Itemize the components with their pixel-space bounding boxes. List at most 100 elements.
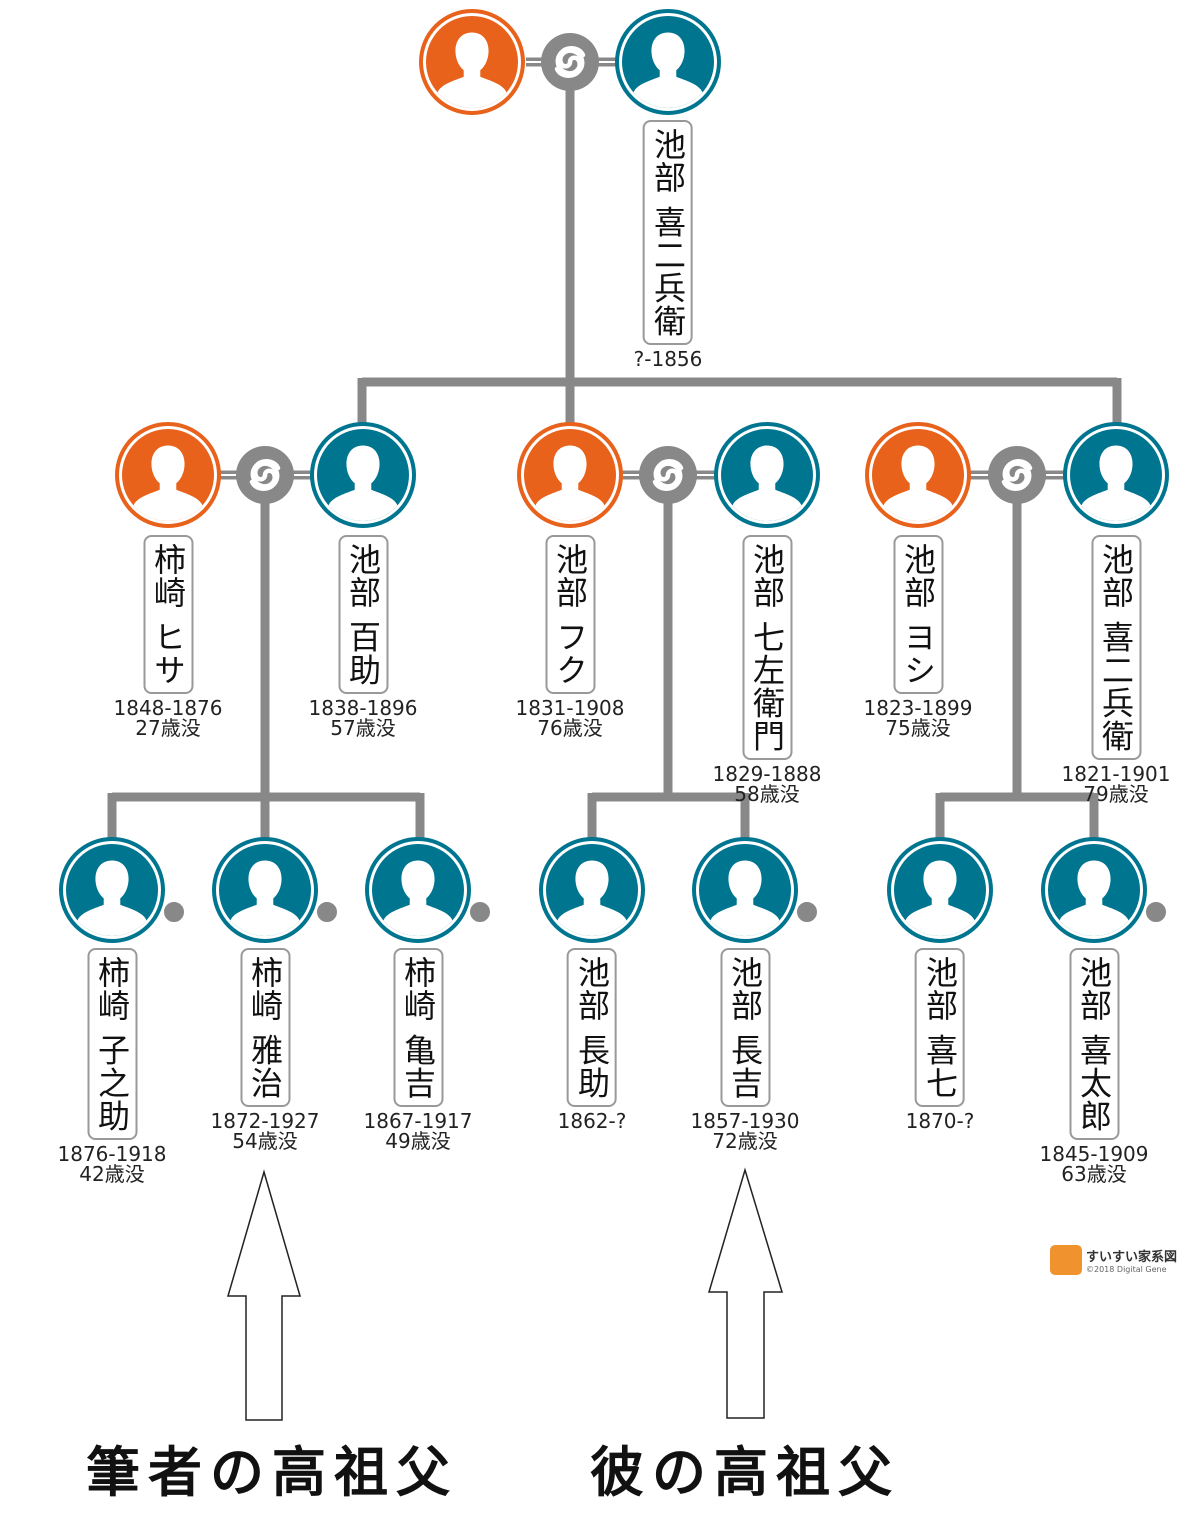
person-avatar-female[interactable] [115, 422, 221, 528]
person-avatar-male[interactable] [615, 9, 721, 115]
person-label: 池部 喜七 1870-? [906, 948, 975, 1131]
person-age: 79歳没 [1083, 782, 1149, 807]
person-avatar-male[interactable] [212, 837, 318, 943]
person-avatar-female[interactable] [865, 422, 971, 528]
person-avatar-male[interactable] [1041, 837, 1147, 943]
person-age: 76歳没 [537, 716, 603, 741]
arrow-left [227, 1169, 301, 1421]
person-name[interactable]: 柿崎 雅治 [239, 948, 290, 1108]
marriage-icon [639, 446, 697, 504]
person-lifespan: 1867-1917 [363, 1109, 473, 1134]
expand-dot-icon[interactable] [468, 900, 492, 924]
marriage-icon [988, 446, 1046, 504]
person-label: 池部 長助 1862-? [558, 948, 627, 1131]
expand-dot-icon[interactable] [795, 900, 819, 924]
person-name[interactable]: 池部 フク [544, 535, 595, 695]
person-silhouette-icon [872, 429, 964, 521]
person-age: 27歳没 [135, 716, 201, 741]
person-lifespan: 1845-1909 [1039, 1142, 1149, 1167]
person-dates: 1862-? [558, 1111, 627, 1131]
person-name[interactable]: 池部 ヨシ [892, 535, 943, 695]
person-silhouette-icon [317, 429, 409, 521]
expand-dot-icon[interactable] [315, 900, 339, 924]
person-silhouette-icon [66, 844, 158, 936]
person-avatar-male[interactable] [539, 837, 645, 943]
person-age: 63歳没 [1061, 1162, 1127, 1187]
person-silhouette-icon [699, 844, 791, 936]
person-age: 49歳没 [385, 1129, 451, 1154]
person-name[interactable]: 池部 喜二兵衛 [1090, 535, 1141, 761]
person-age: 75歳没 [885, 716, 951, 741]
person-lifespan: 1831-1908 [515, 696, 625, 721]
expand-dot-icon[interactable] [1144, 900, 1168, 924]
person-avatar-female[interactable] [517, 422, 623, 528]
person-label: 池部 喜二兵衛?-1856 [633, 120, 703, 372]
person-silhouette-icon [622, 16, 714, 108]
person-name[interactable]: 池部 長助 [566, 948, 617, 1108]
watermark-copyright: ©2018 Digital Gene [1086, 1265, 1167, 1274]
person-silhouette-icon [372, 844, 464, 936]
person-avatar-female[interactable] [419, 9, 525, 115]
person-name[interactable]: 池部 百助 [337, 535, 388, 695]
person-lifespan: 1821-1901 [1061, 762, 1171, 787]
person-age: 72歳没 [712, 1129, 778, 1154]
person-dates: 1870-? [906, 1111, 975, 1131]
person-name[interactable]: 柿崎 亀吉 [392, 948, 443, 1108]
person-lifespan: 1862-? [557, 1109, 627, 1134]
person-silhouette-icon [721, 429, 813, 521]
person-name[interactable]: 池部 喜七 [914, 948, 965, 1108]
person-silhouette-icon [219, 844, 311, 936]
person-avatar-male[interactable] [365, 837, 471, 943]
person-avatar-male[interactable] [714, 422, 820, 528]
person-lifespan: 1823-1899 [863, 696, 973, 721]
person-avatar-male[interactable] [59, 837, 165, 943]
person-avatar-male[interactable] [1063, 422, 1169, 528]
watermark-title: すいすい家系図 [1086, 1250, 1178, 1265]
person-lifespan: ?-1856 [633, 347, 703, 372]
person-name[interactable]: 池部 喜太郎 [1068, 948, 1119, 1141]
person-silhouette-icon [524, 429, 616, 521]
person-lifespan: 1848-1876 [113, 696, 223, 721]
watermark-logo-icon [1050, 1245, 1082, 1275]
person-name[interactable]: 柿崎 子之助 [86, 948, 137, 1141]
person-avatar-male[interactable] [887, 837, 993, 943]
person-lifespan: 1870-? [905, 1109, 975, 1134]
expand-dot-icon[interactable] [162, 900, 186, 924]
person-age: 57歳没 [330, 716, 396, 741]
person-name[interactable]: 池部 七左衛門 [741, 535, 792, 761]
watermark: すいすい家系図 ©2018 Digital Gene [1050, 1245, 1177, 1275]
person-name[interactable]: 池部 喜二兵衛 [642, 120, 693, 346]
person-avatar-male[interactable] [692, 837, 798, 943]
marriage-icon [541, 33, 599, 91]
arrows [227, 1167, 784, 1421]
person-lifespan: 1872-1927 [210, 1109, 320, 1134]
person-silhouette-icon [1048, 844, 1140, 936]
person-silhouette-icon [894, 844, 986, 936]
person-avatar-male[interactable] [310, 422, 416, 528]
caption-left: 筆者の高祖父 [86, 1440, 458, 1504]
person-name[interactable]: 池部 長吉 [719, 948, 770, 1108]
person-name[interactable]: 柿崎 ヒサ [142, 535, 193, 695]
person-age: 54歳没 [232, 1129, 298, 1154]
